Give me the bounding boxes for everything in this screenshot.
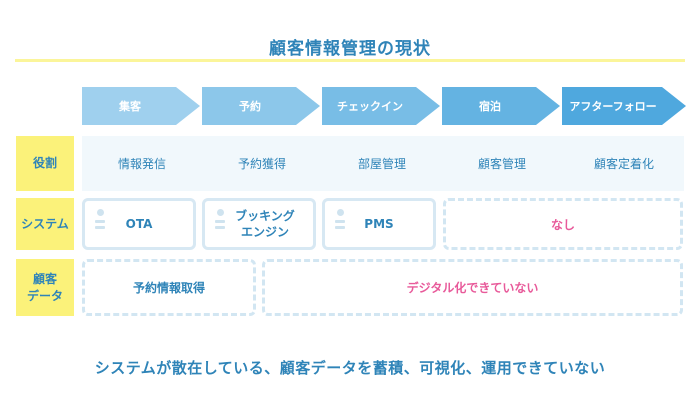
system-box-ota: OTA (82, 198, 196, 250)
customer-data-acquired-label: 予約情報取得 (132, 281, 205, 295)
system-box-booking-engine: ブッキングエンジン (202, 198, 316, 250)
stage-label: 宿泊 (479, 100, 501, 113)
stage-chevron-5: アフターフォロー (562, 87, 686, 125)
role-cell-1: 情報発信 (117, 157, 166, 171)
role-cell-5: 顧客定着化 (593, 157, 654, 171)
row-label-customer-data: 顧客データ (16, 259, 74, 316)
customer-data-not-digital-label: デジタル化できていない (406, 281, 539, 295)
system-box-pms: PMS (322, 198, 436, 250)
document-icon (214, 209, 226, 239)
row-label-text: 役割 (32, 156, 57, 171)
system-ota-label: OTA (125, 216, 153, 231)
role-band (82, 136, 684, 191)
document-icon (94, 209, 106, 239)
role-cell-4: 顧客管理 (477, 157, 526, 171)
row-label-text: 顧客データ (27, 271, 63, 303)
system-pms-label: PMS (364, 216, 394, 231)
stage-label: 集客 (119, 100, 141, 113)
document-icon (334, 209, 346, 239)
stage-chevron-4: 宿泊 (442, 87, 560, 125)
data-label-line1: 顧客 (32, 272, 57, 287)
stage-label: アフターフォロー (569, 100, 657, 113)
role-cell-3: 部屋管理 (357, 157, 406, 171)
booking-line2: エンジン (240, 225, 289, 239)
stage-label: 予約 (239, 100, 261, 113)
system-booking-label: ブッキングエンジン (235, 208, 295, 240)
stage-chevron-3: チェックイン (322, 87, 440, 125)
stage-label: チェックイン (337, 100, 403, 113)
system-box-none: なし (443, 198, 683, 250)
row-label-role: 役割 (16, 136, 74, 191)
summary-text: システムが散在している、顧客データを蓄積、可視化、運用できていない (94, 359, 606, 377)
stage-chevron-2: 予約 (202, 87, 320, 125)
page-title: 顧客情報管理の現状 (269, 39, 431, 59)
customer-data-acquired-box: 予約情報取得 (82, 259, 256, 316)
row-label-system: システム (16, 198, 74, 250)
data-label-line2: データ (26, 288, 63, 303)
title-underline (15, 59, 685, 62)
stage-chevron-1: 集客 (82, 87, 200, 125)
row-label-text: システム (21, 216, 69, 231)
customer-data-not-digital-box: デジタル化できていない (262, 259, 683, 316)
booking-line1: ブッキング (235, 208, 295, 223)
system-none-label: なし (550, 217, 575, 232)
role-cell-2: 予約獲得 (237, 157, 286, 171)
